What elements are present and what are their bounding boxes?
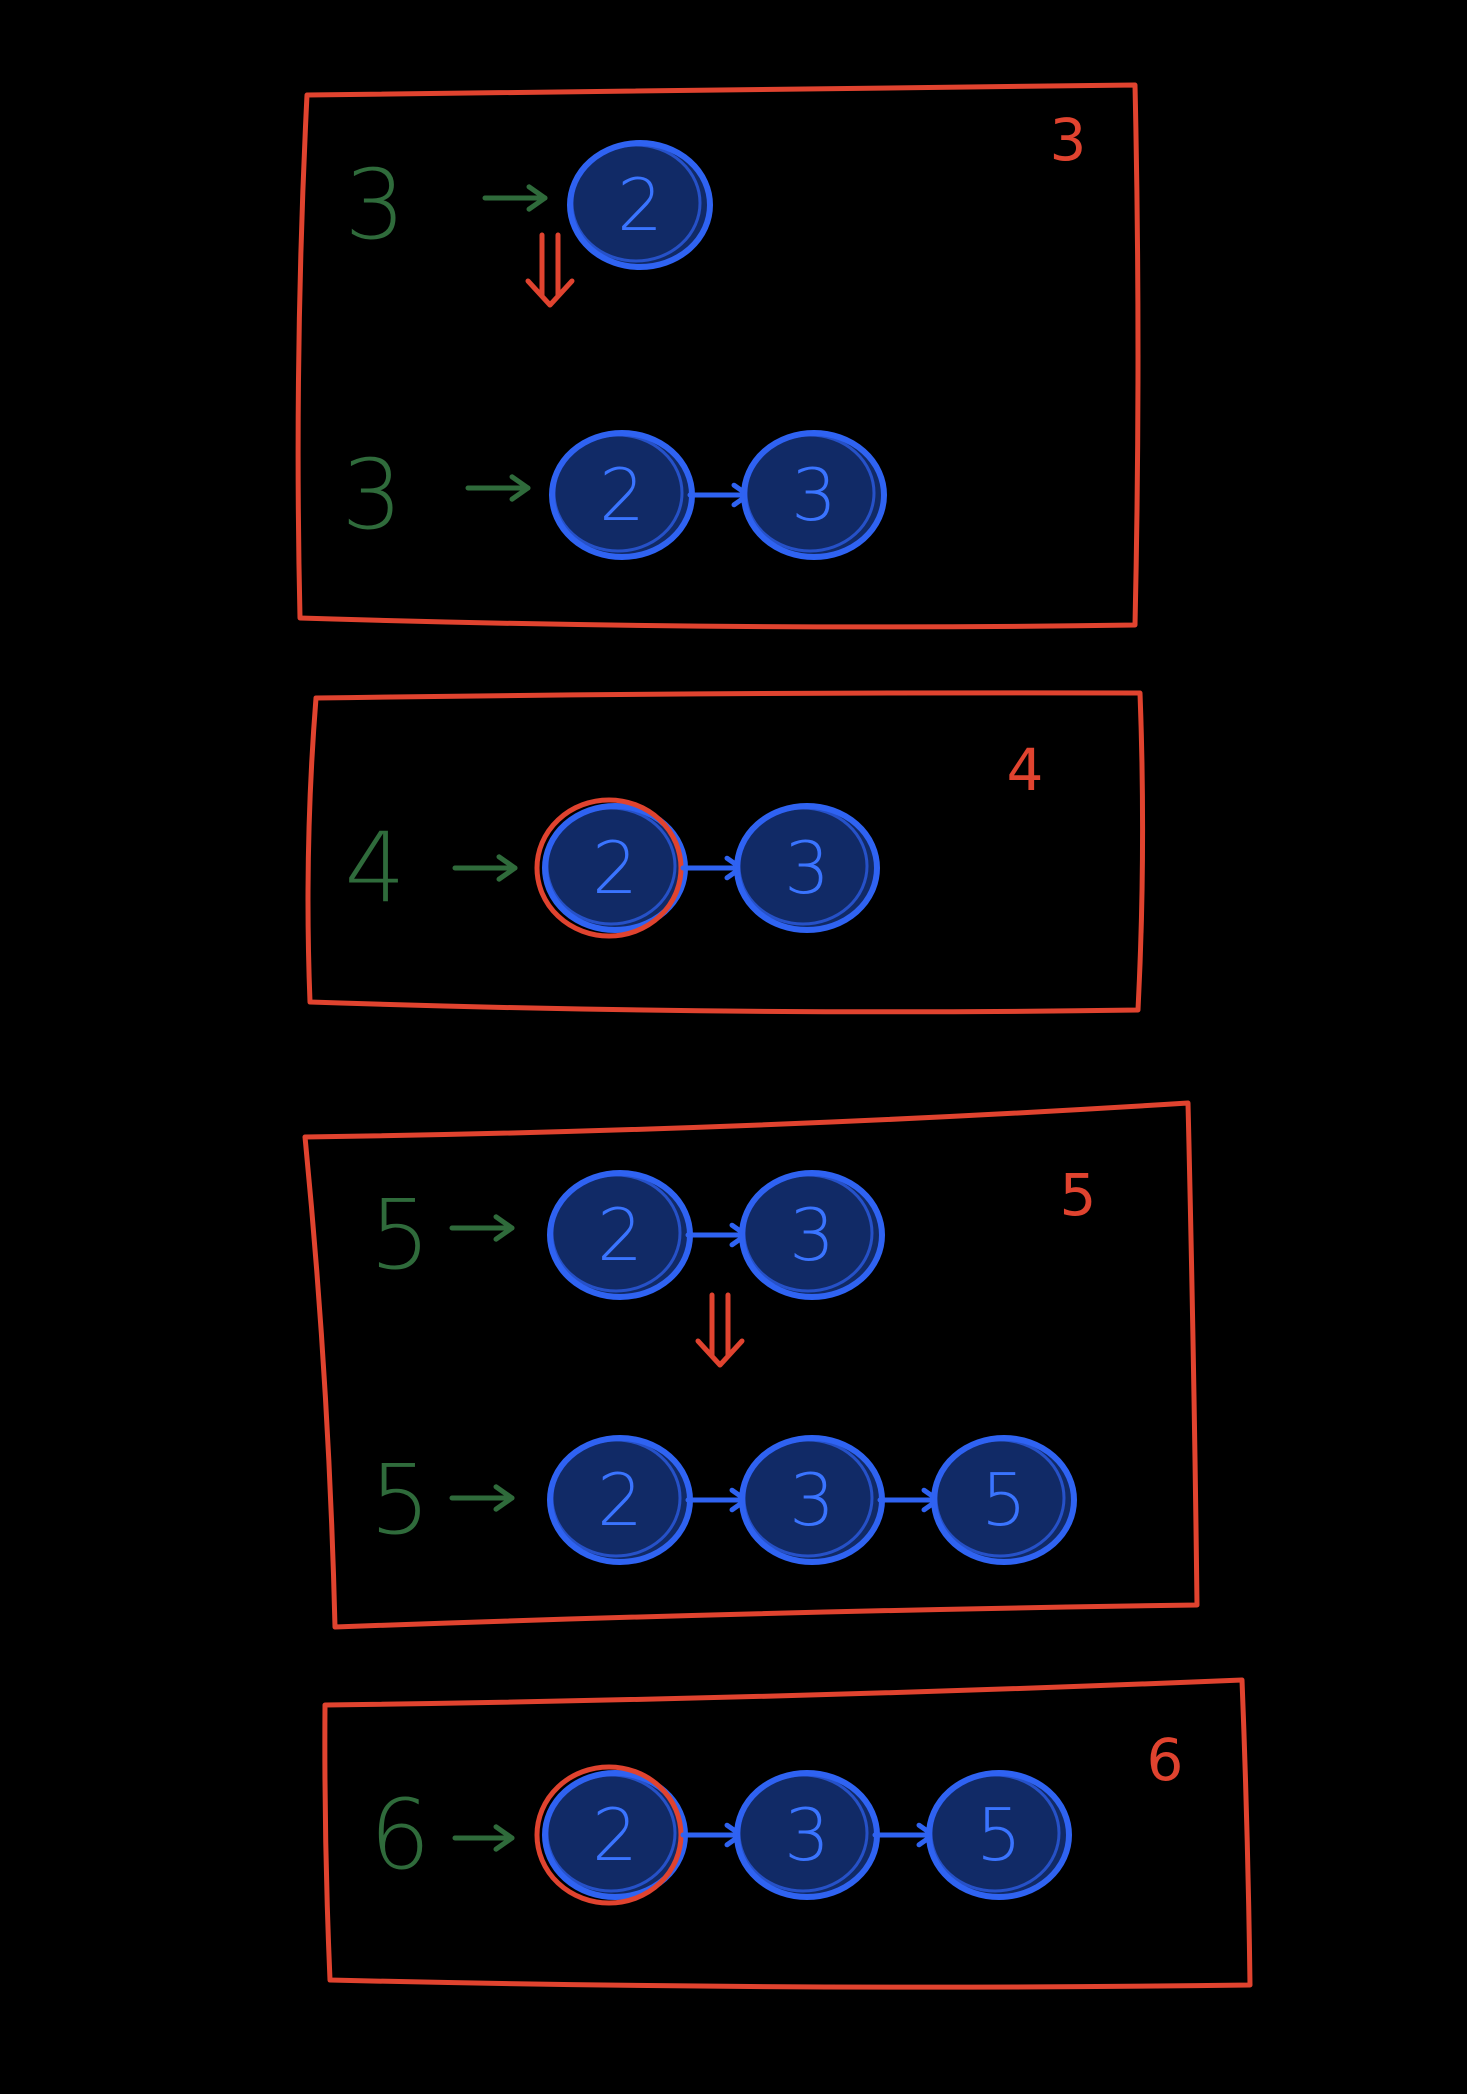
list-node: 2	[547, 1170, 693, 1300]
node-value: 2	[592, 1793, 638, 1877]
node-sketch-stroke	[737, 806, 869, 926]
step-label: 5	[1060, 1161, 1097, 1229]
node-value: 3	[784, 1793, 830, 1877]
node-value: 3	[784, 826, 830, 910]
transition-arrow	[695, 1292, 745, 1368]
node-sketch-stroke	[545, 1773, 677, 1893]
list-row: 6 2 3 5	[369, 1764, 1072, 1906]
node-value: 2	[599, 453, 645, 537]
node-circle	[567, 140, 713, 270]
step-frame: 5 5 2 3 5 2 3 5	[302, 1100, 1200, 1630]
step-label: 3	[1050, 106, 1087, 174]
step-label: 4	[1007, 736, 1044, 804]
arrowhead	[509, 474, 531, 502]
node-sketch-stroke	[545, 806, 677, 926]
frame-border	[295, 82, 1141, 630]
list-node: 2	[534, 1764, 688, 1906]
transition-arrow	[525, 232, 575, 308]
list-node: 3	[739, 1435, 885, 1565]
list-row: 3 2 3	[341, 430, 887, 560]
node-value: 5	[981, 1458, 1027, 1542]
node-circle	[739, 1170, 885, 1300]
node-circle	[926, 1770, 1072, 1900]
node-sketch-stroke	[737, 1773, 869, 1893]
node-sketch-stroke	[570, 143, 702, 263]
node-circle	[741, 430, 887, 560]
input-number: 5	[369, 1444, 430, 1556]
node-sketch-stroke	[934, 1438, 1066, 1558]
node-sketch-stroke	[742, 1438, 874, 1558]
node-value: 5	[976, 1793, 1022, 1877]
node-sketch-stroke	[744, 433, 876, 553]
frame-border	[302, 1100, 1200, 1630]
list-row: 4 2 3	[344, 797, 880, 939]
list-node: 2	[547, 1435, 693, 1565]
list-node: 5	[926, 1770, 1072, 1900]
step-frame: 4 4 2 3	[305, 690, 1146, 1015]
node-sketch-stroke	[550, 1438, 682, 1558]
frame-border	[322, 1677, 1253, 1990]
step-label: 6	[1147, 1726, 1184, 1794]
frame-border	[305, 690, 1146, 1015]
node-sketch-stroke	[742, 1173, 874, 1293]
node-value: 3	[791, 453, 837, 537]
list-node: 2	[549, 430, 695, 560]
arrowhead	[525, 278, 575, 308]
list-node: 3	[741, 430, 887, 560]
arrowhead	[526, 184, 548, 212]
list-node: 3	[734, 1770, 880, 1900]
arrowhead	[695, 1338, 745, 1368]
node-sketch-stroke	[929, 1773, 1061, 1893]
node-circle	[734, 803, 880, 933]
input-number: 5	[369, 1179, 430, 1291]
input-number: 4	[344, 812, 405, 924]
input-number: 6	[369, 1779, 430, 1891]
node-sketch-stroke	[552, 433, 684, 553]
step-frame: 6 6 2 3 5	[322, 1677, 1253, 1990]
arrowhead	[493, 1824, 515, 1852]
arrowhead	[493, 1484, 515, 1512]
node-circle	[931, 1435, 1077, 1565]
node-value: 2	[617, 163, 663, 247]
node-value: 2	[597, 1458, 643, 1542]
list-node: 2	[567, 140, 713, 270]
node-value: 3	[789, 1193, 835, 1277]
list-node: 5	[931, 1435, 1077, 1565]
list-node: 3	[739, 1170, 885, 1300]
input-number: 3	[344, 149, 405, 261]
arrowhead	[496, 854, 518, 882]
node-value: 3	[789, 1458, 835, 1542]
list-row: 5 2 3	[369, 1170, 885, 1300]
input-number: 3	[341, 439, 402, 551]
list-node: 2	[534, 797, 688, 939]
node-sketch-stroke	[550, 1173, 682, 1293]
list-row: 5 2 3 5	[369, 1435, 1077, 1565]
list-node: 3	[734, 803, 880, 933]
arrowhead	[493, 1214, 515, 1242]
node-value: 2	[592, 826, 638, 910]
node-value: 2	[597, 1193, 643, 1277]
